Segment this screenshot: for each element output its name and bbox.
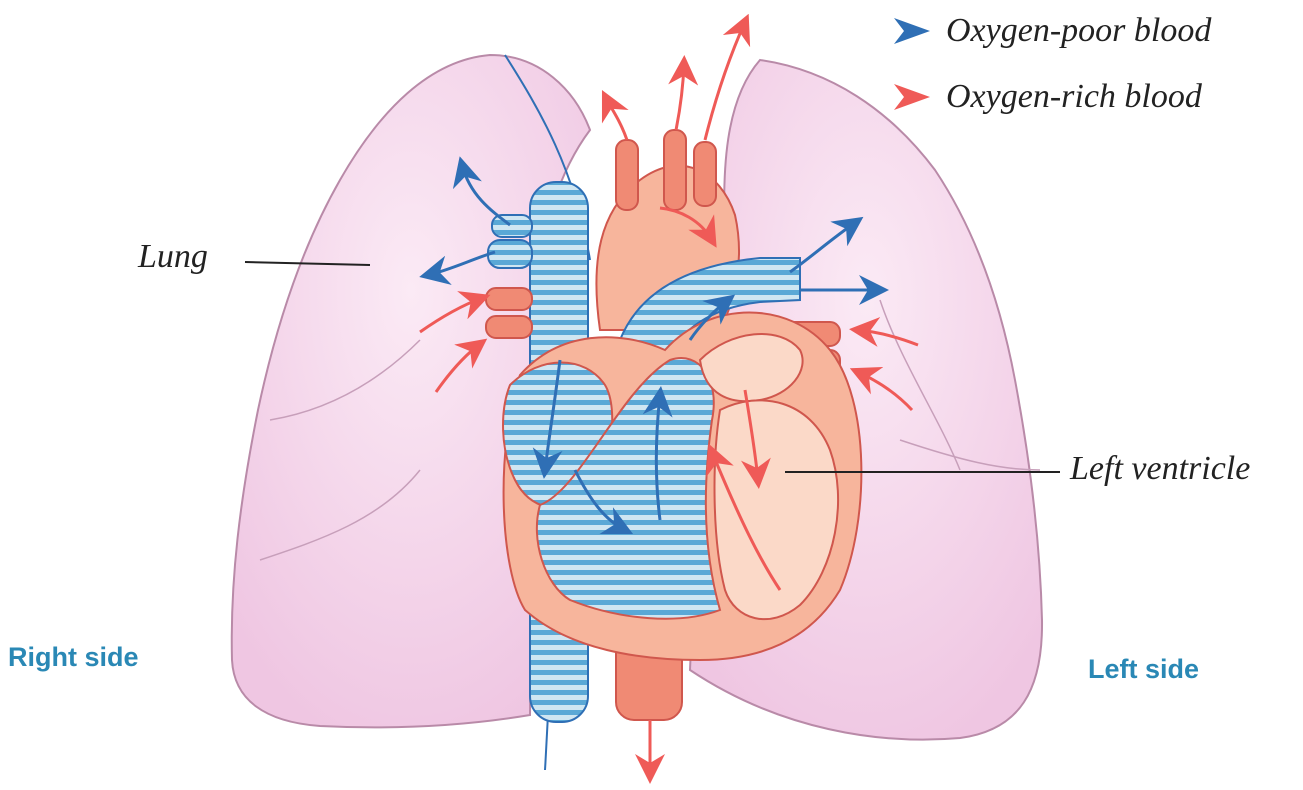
legend-oxygen-rich: Oxygen-rich blood	[892, 78, 1202, 116]
left-ventricle-label: Left ventricle	[1070, 450, 1250, 488]
blue-arrow-icon	[892, 16, 932, 46]
lung-label: Lung	[138, 238, 208, 276]
left-side-label: Left side	[1088, 654, 1199, 685]
legend-oxygen-rich-label: Oxygen-rich blood	[946, 78, 1202, 116]
red-arrow-icon	[892, 82, 932, 112]
right-side-label: Right side	[8, 642, 139, 673]
legend-oxygen-poor: Oxygen-poor blood	[892, 12, 1211, 50]
legend-oxygen-poor-label: Oxygen-poor blood	[946, 12, 1211, 50]
